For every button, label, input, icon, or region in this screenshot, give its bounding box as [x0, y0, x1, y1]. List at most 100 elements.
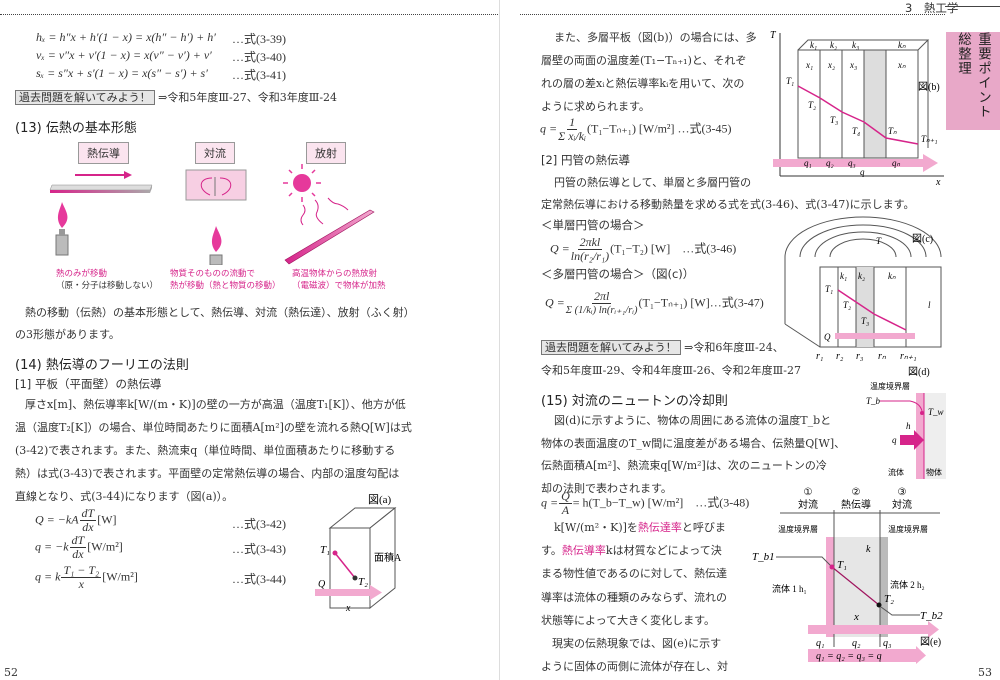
svg-text:x: x [853, 611, 859, 623]
equation-ref: …式(3-43) [232, 542, 286, 556]
equation-3-40: vₓ = v″x + v′(1 − x) = x(v″ − v′) + v′ [36, 48, 212, 62]
svg-text:T₂: T₂ [843, 300, 851, 310]
svg-text:T: T [770, 30, 777, 41]
equation-ref: …式(3-42) [232, 517, 286, 531]
svg-text:T: T [876, 236, 882, 246]
section-13-heading: (13) 伝熱の基本形態 [15, 121, 137, 136]
header-line [945, 6, 1000, 7]
svg-text:q: q [860, 167, 865, 177]
svg-text:温度境界層: 温度境界層 [888, 524, 928, 534]
svg-text:q₃: q₃ [883, 638, 892, 649]
equation-3-39: hₓ = h″x + h′(1 − x) = x(h″ − h′) + h′ [36, 30, 216, 44]
paragraph-line: 伝熱面積A[m²]、熱流束q[W/m²]は、次のニュートンの冷 [541, 459, 827, 472]
svg-text:Q: Q [824, 332, 831, 342]
label-q: Q [318, 579, 326, 590]
svg-text:対流: 対流 [798, 498, 818, 511]
paragraph-line: の3形態があります。 [15, 328, 120, 341]
paragraph-line: 層壁の両面の温度差(T₁−Tₙ₊₁)と、それぞ [541, 54, 747, 67]
paragraph-line: れの層の差xᵢと熱伝導率kᵢを用いて、次の [541, 77, 745, 90]
svg-text:q₁: q₁ [816, 638, 824, 649]
svg-text:T₁: T₁ [786, 76, 794, 86]
equation-3-41: sₓ = s″x + s′(1 − x) = x(s″ − s′) + s′ [36, 66, 208, 80]
mode-label-convection: 対流 [195, 142, 235, 164]
radius-label-last: rₙ₊₁ [900, 351, 917, 362]
svg-text:T_b1: T_b1 [752, 551, 775, 563]
svg-text:k₃: k₃ [852, 40, 859, 50]
paragraph-line: まる物性値であるのに対して、熱伝達 [541, 565, 727, 581]
header-rule-right [520, 14, 945, 15]
mode-label-radiation: 放射 [306, 142, 346, 164]
paragraph-line: 現実の伝熱現象では、図(e)に示す [541, 635, 721, 651]
convection-beaker [185, 169, 247, 201]
label-x: x [345, 603, 351, 613]
chapter-header: 3 熱工学 [905, 1, 959, 15]
svg-text:x₁: x₁ [805, 60, 813, 70]
subsection-2-heading: [2] 円管の熱伝導 [541, 153, 630, 167]
svg-text:k₂: k₂ [858, 271, 865, 281]
figure-e-title: 図(e) [920, 636, 941, 648]
svg-text:流体 1 h₁: 流体 1 h₁ [772, 583, 807, 594]
label-area: 面積A [374, 551, 402, 564]
svg-text:h: h [906, 421, 911, 431]
past-questions-label[interactable]: 過去問題を解いてみよう！ [541, 340, 681, 355]
text-segment: 現実の伝熱現象では、図(e)に示す [541, 637, 722, 650]
text-segment: 状態等によって大きく変化します。 [541, 613, 716, 627]
svg-text:①: ① [804, 487, 813, 498]
paragraph-line: ように固体の両側に流体が存在し、対 [541, 658, 728, 674]
svg-text:対流: 対流 [892, 498, 912, 511]
svg-text:流体: 流体 [888, 467, 904, 477]
paragraph-line: k[W/(m²・K)]を熱伝達率と呼びま [554, 519, 726, 535]
text-segment: まる物性値であるのに対して、熱伝達 [541, 567, 728, 581]
section-15-heading: (15) 対流のニュートンの冷却則 [541, 394, 728, 409]
flux-equality: q₁ = q₂ = q₃ = q [816, 651, 882, 662]
svg-text:T₂: T₂ [884, 593, 894, 605]
paragraph-line: 熱）は式(3-43)で表されます。平面壁の定常熱伝導の場合、内部の温度勾配は [15, 467, 400, 480]
section-14-heading: (14) 熱伝導のフーリエの法則 [15, 358, 189, 373]
svg-text:物体: 物体 [926, 467, 942, 477]
paragraph-line: (3-42)で表されます。また、熱流束q（単位時間、単位面積あたりに移動する [15, 444, 396, 457]
figure-b-title: 図(b) [918, 81, 940, 93]
svg-text:T₄: T₄ [852, 126, 860, 136]
paragraph-line: 温（温度T₂[K]）の場合、単位時間あたりに面積A[m²]の壁を流れる熱Q[W]… [15, 421, 412, 434]
text-segment: ように固体の両側に流体が存在し、対 [541, 660, 728, 674]
paragraph-line: 却の法則で表わされます。 [541, 481, 672, 495]
paragraph-line: 円管の熱伝導として、単層と多層円管の [554, 176, 752, 189]
svg-text:T₃: T₃ [861, 316, 869, 326]
page-number-right: 53 [978, 666, 992, 679]
caption-conduction: 熱のみが移動（原・分子は移動しない） [56, 269, 159, 291]
svg-text:T₁: T₁ [825, 284, 833, 294]
conduction-bar [49, 171, 153, 193]
svg-text:rₙ: rₙ [878, 351, 887, 362]
svg-text:熱伝導: 熱伝導 [841, 498, 871, 511]
paragraph-line: また、多層平板（図(b)）の場合には、多 [554, 31, 757, 44]
equation-ref: …式(3-40) [232, 50, 286, 64]
multi-layer-heading: ＜多層円管の場合＞（図(c)） [541, 267, 695, 281]
text-segment: k[W/(m²・K)]を [554, 521, 638, 534]
page-number-left: 52 [4, 666, 18, 679]
svg-text:q: q [892, 435, 897, 445]
caption-radiation: 高温物体からの熱放射（電磁波）で物体が加熱 [292, 269, 386, 291]
figure-e: ①対流 ②熱伝導 ③対流 温度境界層温度境界層 k T_b1T₁T₂T_b2x … [752, 487, 943, 664]
subsection-1-heading: [1] 平板（平面壁）の熱伝導 [15, 377, 162, 391]
svg-text:T₃: T₃ [830, 115, 838, 125]
svg-text:流体 2 h₂: 流体 2 h₂ [890, 579, 925, 590]
paragraph-line: 物体の表面温度のT_w間に温度差がある場合、伝熱量Q[W]、 [541, 436, 846, 450]
svg-text:T_b2: T_b2 [920, 610, 943, 622]
text-segment: す。 [541, 544, 562, 558]
svg-text:x: x [935, 177, 941, 186]
svg-text:l: l [928, 300, 931, 310]
flame-icon [55, 202, 69, 256]
paragraph-line: 熱の移動（伝熱）の基本形態として、熱伝導、対流（熱伝達）、放射（ふく射） [25, 306, 415, 319]
side-tab[interactable]: 重要ポイント総整理 [946, 32, 1000, 130]
svg-text:Tₙ₊₁: Tₙ₊₁ [921, 134, 937, 144]
page-gutter [499, 0, 500, 680]
header-rule-left [0, 14, 500, 15]
figure-a-title: 図(a) [368, 493, 392, 506]
past-questions-label[interactable]: 過去問題を解いてみよう！ [15, 90, 155, 105]
